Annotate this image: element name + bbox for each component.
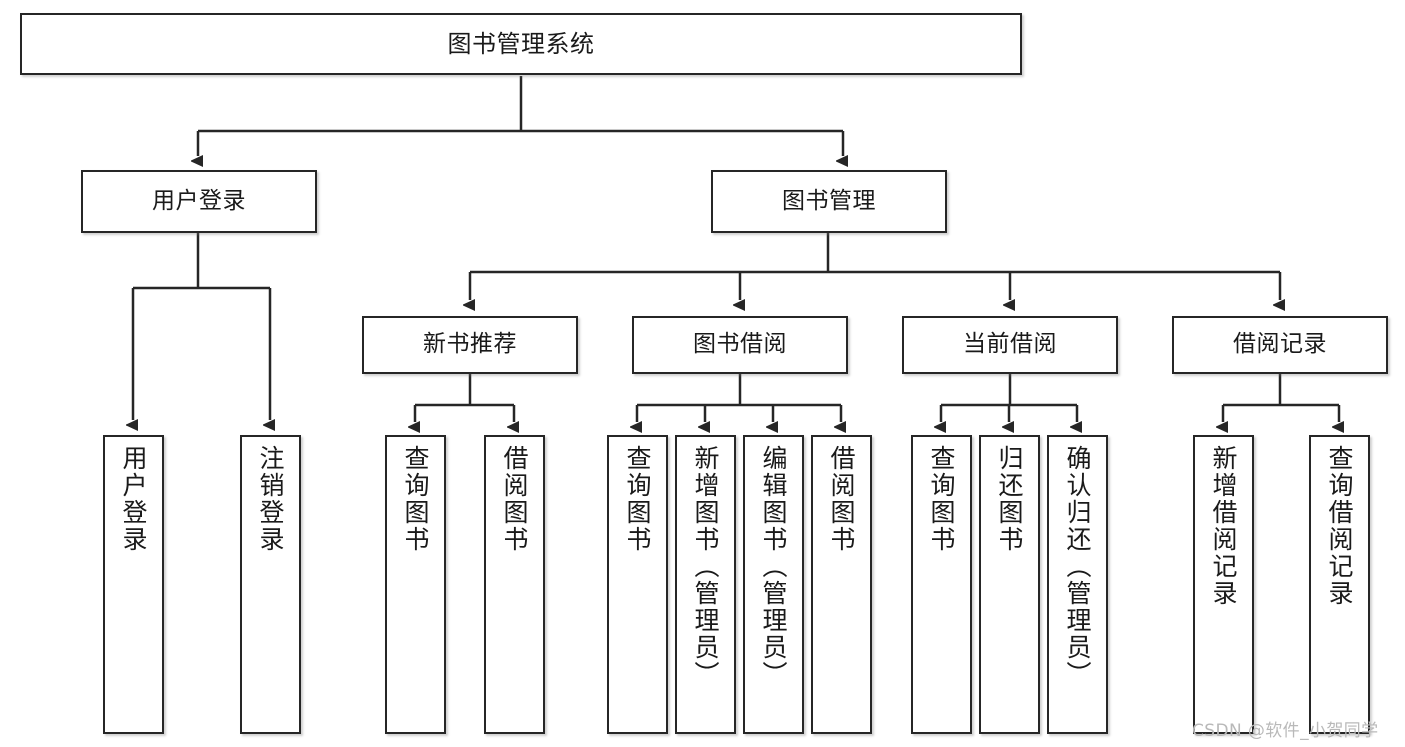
leaf-borrow-book-recommendation[interactable]: 借阅图书 <box>484 435 545 734</box>
leaf-edit-book-admin[interactable]: 编辑图书（管理员） <box>743 435 804 734</box>
leaf-logout[interactable]: 注销登录 <box>240 435 301 734</box>
node-label: 查询图书 <box>623 445 652 553</box>
node-label: 图书借阅 <box>693 331 787 358</box>
leaf-add-book-admin[interactable]: 新增图书（管理员） <box>675 435 736 734</box>
node-label: 查询借阅记录 <box>1325 445 1354 607</box>
leaf-query-book-current[interactable]: 查询图书 <box>911 435 972 734</box>
node-label: 用户登录 <box>152 187 246 214</box>
node-label: 图书管理 <box>782 187 876 214</box>
node-book-management[interactable]: 图书管理 <box>711 170 947 233</box>
node-label: 查询图书 <box>401 445 430 553</box>
node-label: 查询图书 <box>927 445 956 553</box>
node-new-book-recommendation[interactable]: 新书推荐 <box>362 316 578 374</box>
node-borrow-record[interactable]: 借阅记录 <box>1172 316 1388 374</box>
node-root-book-management-system[interactable]: 图书管理系统 <box>20 13 1022 75</box>
leaf-query-borrow-record[interactable]: 查询借阅记录 <box>1309 435 1370 734</box>
leaf-query-book-borrow[interactable]: 查询图书 <box>607 435 668 734</box>
node-label: 当前借阅 <box>963 331 1057 358</box>
watermark: CSDN @软件_小贺同学 <box>1192 721 1379 741</box>
node-label: 借阅记录 <box>1233 331 1327 358</box>
leaf-return-book[interactable]: 归还图书 <box>979 435 1040 734</box>
leaf-confirm-return-admin[interactable]: 确认归还（管理员） <box>1047 435 1108 734</box>
node-label: 新增图书（管理员） <box>691 445 720 688</box>
node-label: 确认归还（管理员） <box>1063 445 1092 688</box>
node-label: 编辑图书（管理员） <box>759 445 788 688</box>
node-label: 用户登录 <box>119 445 148 553</box>
node-current-borrow[interactable]: 当前借阅 <box>902 316 1118 374</box>
node-label: 新增借阅记录 <box>1209 445 1238 607</box>
node-label: 新书推荐 <box>423 331 517 358</box>
node-label: 借阅图书 <box>500 445 529 553</box>
leaf-add-borrow-record[interactable]: 新增借阅记录 <box>1193 435 1254 734</box>
leaf-user-login[interactable]: 用户登录 <box>103 435 164 734</box>
node-label: 图书管理系统 <box>447 29 595 58</box>
node-label: 借阅图书 <box>827 445 856 553</box>
leaf-borrow-book[interactable]: 借阅图书 <box>811 435 872 734</box>
node-user-login[interactable]: 用户登录 <box>81 170 317 233</box>
node-label: 注销登录 <box>256 445 285 553</box>
node-book-borrow[interactable]: 图书借阅 <box>632 316 848 374</box>
node-label: 归还图书 <box>995 445 1024 553</box>
leaf-query-book-recommendation[interactable]: 查询图书 <box>385 435 446 734</box>
